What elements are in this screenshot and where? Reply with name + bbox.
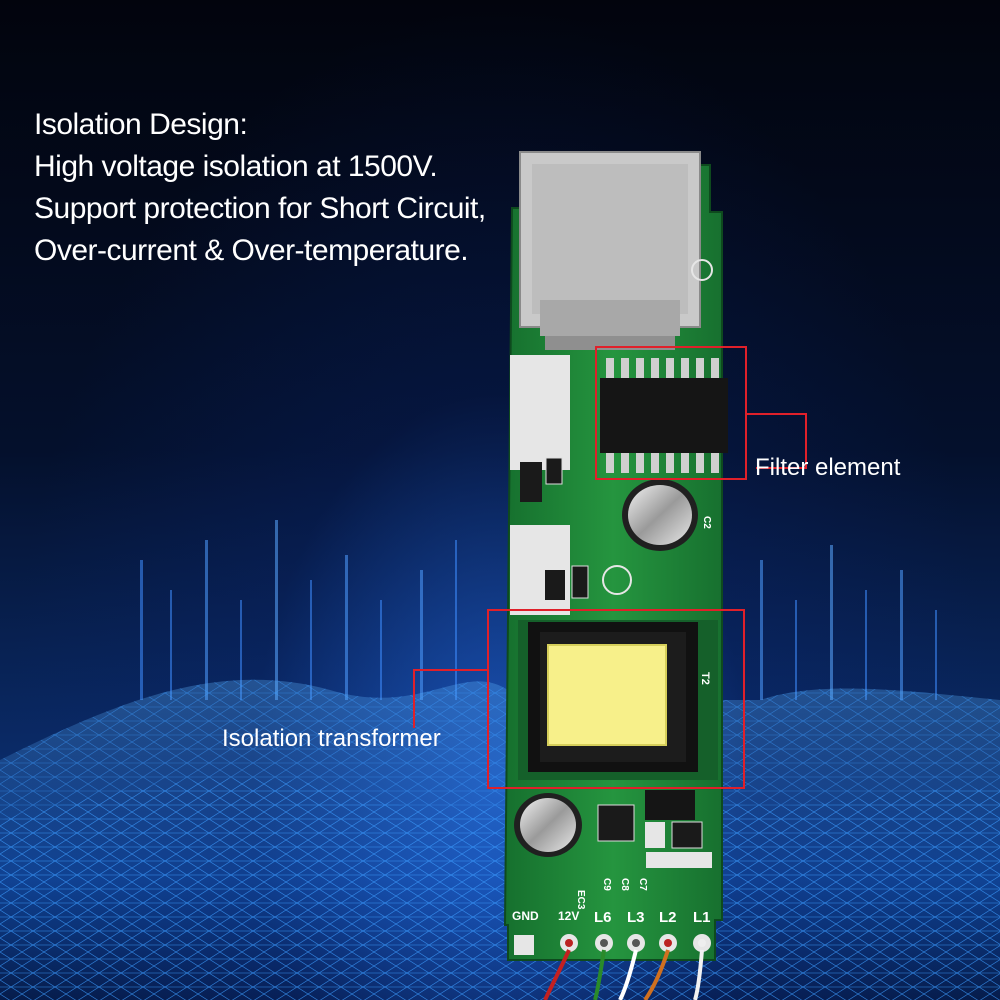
electrolytic-capacitor xyxy=(622,479,698,551)
smd-component xyxy=(545,457,563,485)
pin-label-l6: L6 xyxy=(594,909,612,926)
isolation-transformer-label: Isolation transformer xyxy=(222,725,441,752)
copper-pad xyxy=(646,852,712,868)
wave-mesh xyxy=(0,679,1000,1000)
light-streaks xyxy=(140,520,937,700)
smd-component xyxy=(597,804,635,842)
transformer-highlight-box xyxy=(487,609,745,789)
transformer xyxy=(518,620,718,780)
smd-component xyxy=(645,822,665,848)
smd-component xyxy=(645,790,695,820)
wires xyxy=(543,949,704,1000)
pin-label-l1: L1 xyxy=(693,909,711,926)
headline-line: Isolation Design: xyxy=(34,108,248,141)
pin-label-gnd: GND xyxy=(512,909,539,923)
marking-c2: C2 xyxy=(701,516,712,529)
pin-label-l2: L2 xyxy=(659,909,677,926)
marking-t2: T2 xyxy=(699,672,711,685)
filter-ic xyxy=(600,358,728,473)
silkscreen-circle xyxy=(602,565,632,595)
headline-line: Support protection for Short Circuit, xyxy=(34,192,486,225)
pin-label-l3: L3 xyxy=(627,909,645,926)
copper-pad xyxy=(510,355,570,470)
headline: Isolation Design: High voltage isolation… xyxy=(34,104,486,272)
pcb-board: GND 12V L6 L3 L2 L1 EC3 C9 C8 C7 T2 C2 xyxy=(503,151,728,1000)
callouts xyxy=(413,346,807,789)
pin-label-12v: 12V xyxy=(558,909,579,923)
filter-leader-line xyxy=(746,413,807,469)
electrolytic-capacitor xyxy=(514,793,582,857)
mounting-hole xyxy=(691,259,713,281)
marking-ec3: EC3 xyxy=(575,890,586,910)
filter-element-label: Filter element xyxy=(755,454,901,481)
smd-component xyxy=(520,462,542,502)
terminal-pads xyxy=(514,934,711,955)
marking-c8: C8 xyxy=(619,878,630,891)
transformer-leader-line xyxy=(413,669,488,728)
marking-c7: C7 xyxy=(637,878,648,891)
marking-c9: C9 xyxy=(601,878,612,891)
smd-component xyxy=(571,565,589,599)
headline-line: Over-current & Over-temperature. xyxy=(34,234,469,267)
rj45-jack xyxy=(519,151,701,350)
smd-component xyxy=(671,821,703,849)
smd-component xyxy=(545,570,565,600)
headline-line: High voltage isolation at 1500V. xyxy=(34,150,438,183)
